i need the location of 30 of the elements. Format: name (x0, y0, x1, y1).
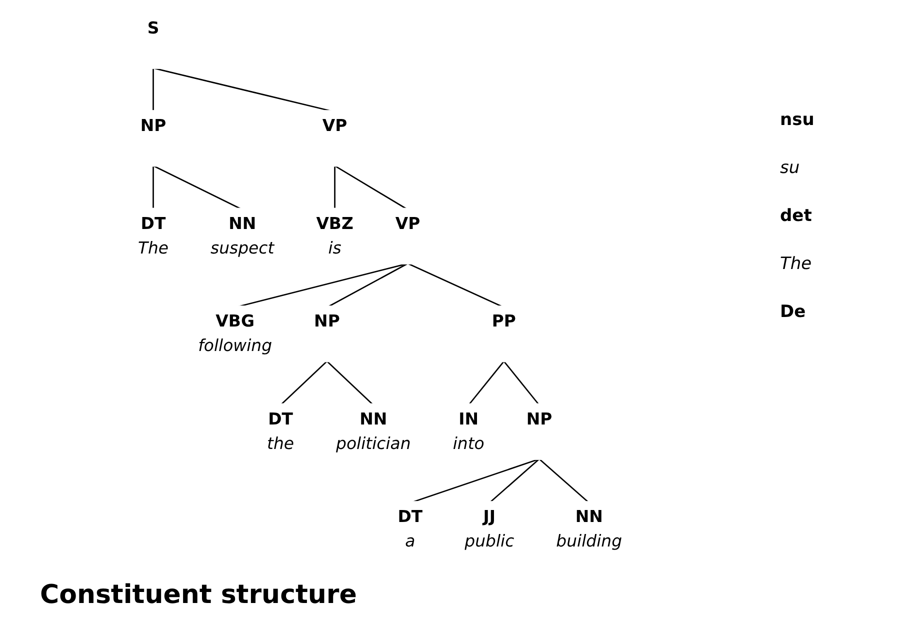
connector (152, 166, 154, 210)
label-text: det (780, 206, 813, 226)
label-text: The (780, 254, 813, 274)
node-text: NN politician (336, 410, 411, 454)
node-text: DT The (138, 214, 169, 258)
node-text: DT the (267, 410, 294, 454)
connector (334, 166, 336, 210)
connector (152, 68, 154, 112)
connector (488, 458, 540, 504)
node-text: VBZ is (316, 214, 354, 258)
node-text: JJ public (464, 507, 514, 552)
node-text: S (147, 18, 160, 38)
connector (468, 360, 504, 406)
connector (280, 360, 328, 406)
connector (326, 360, 374, 406)
node-text: PP (492, 312, 516, 332)
caption: Constituent structure (40, 580, 357, 610)
node-text: VBG following (198, 312, 272, 356)
node-text: NP (526, 410, 552, 429)
node-text: IN into (452, 410, 484, 454)
connector (538, 458, 590, 504)
connector (503, 360, 540, 406)
label-text: su (780, 158, 801, 178)
label-text: De (780, 302, 807, 322)
connector (326, 262, 408, 308)
connector (334, 165, 408, 210)
node-text: NP (140, 116, 166, 136)
label-text: nsu (780, 110, 816, 130)
node-text: NN building (556, 507, 622, 552)
node-text: DT a (398, 507, 423, 552)
